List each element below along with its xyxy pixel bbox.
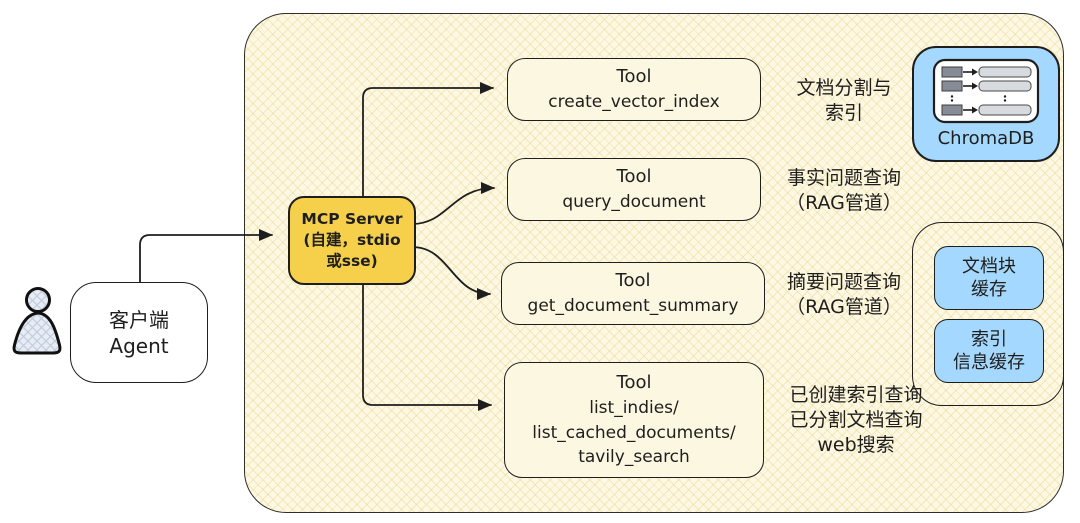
tool-node-create-vector-index: Tool create_vector_index bbox=[507, 58, 761, 121]
tool4-name-line2: list_cached_documents/ bbox=[532, 422, 736, 443]
client-agent-label-line2: Agent bbox=[109, 333, 169, 358]
mcp-server-label-line3: 或sse) bbox=[326, 251, 378, 270]
tool-node-query-document: Tool query_document bbox=[507, 158, 761, 221]
tool4-name-line1: list_indies/ bbox=[589, 398, 679, 419]
client-agent-node: 客户端 Agent bbox=[70, 282, 208, 383]
chromadb-node: ChromaDB bbox=[912, 46, 1060, 162]
tool2-name: query_document bbox=[562, 192, 706, 213]
tool4-name-line3: tavily_search bbox=[578, 447, 690, 468]
mcp-server-label-line1: MCP Server bbox=[301, 210, 403, 229]
tool-node-get-document-summary: Tool get_document_summary bbox=[501, 262, 765, 325]
user-icon bbox=[12, 287, 62, 355]
chromadb-label: ChromaDB bbox=[937, 127, 1035, 149]
tool3-title: Tool bbox=[615, 270, 651, 292]
cache-group-outline bbox=[912, 222, 1064, 406]
mcp-server-label-line2: (自建，stdio bbox=[303, 231, 401, 250]
tool2-title: Tool bbox=[616, 166, 652, 188]
doc-cache-label-line1: 文档块 bbox=[962, 255, 1016, 277]
tool3-description: 摘要问题查询 （RAG管道） bbox=[786, 271, 902, 319]
doc-cache-label-line2: 缓存 bbox=[971, 279, 1007, 300]
index-info-cache-node: 索引 信息缓存 bbox=[934, 319, 1044, 383]
tool1-title: Tool bbox=[616, 66, 652, 88]
tool3-name: get_document_summary bbox=[527, 296, 739, 317]
tool1-name: create_vector_index bbox=[548, 92, 720, 113]
client-agent-label-line1: 客户端 bbox=[109, 307, 169, 332]
index-cache-label-line1: 索引 bbox=[971, 328, 1007, 350]
vector-database-icon bbox=[932, 58, 1040, 123]
mcp-server-node: MCP Server (自建，stdio 或sse) bbox=[288, 196, 416, 285]
tool-node-list-and-search: Tool list_indies/ list_cached_documents/… bbox=[504, 362, 764, 478]
document-chunk-cache-node: 文档块 缓存 bbox=[934, 246, 1044, 310]
tool4-description: 已创建索引查询 已分割文档查询 web搜索 bbox=[789, 384, 923, 457]
index-cache-label-line2: 信息缓存 bbox=[953, 352, 1025, 373]
tool1-description: 文档分割与 索引 bbox=[796, 77, 892, 125]
tool2-description: 事实问题查询 （RAG管道） bbox=[786, 167, 902, 215]
tool4-title: Tool bbox=[616, 371, 652, 393]
